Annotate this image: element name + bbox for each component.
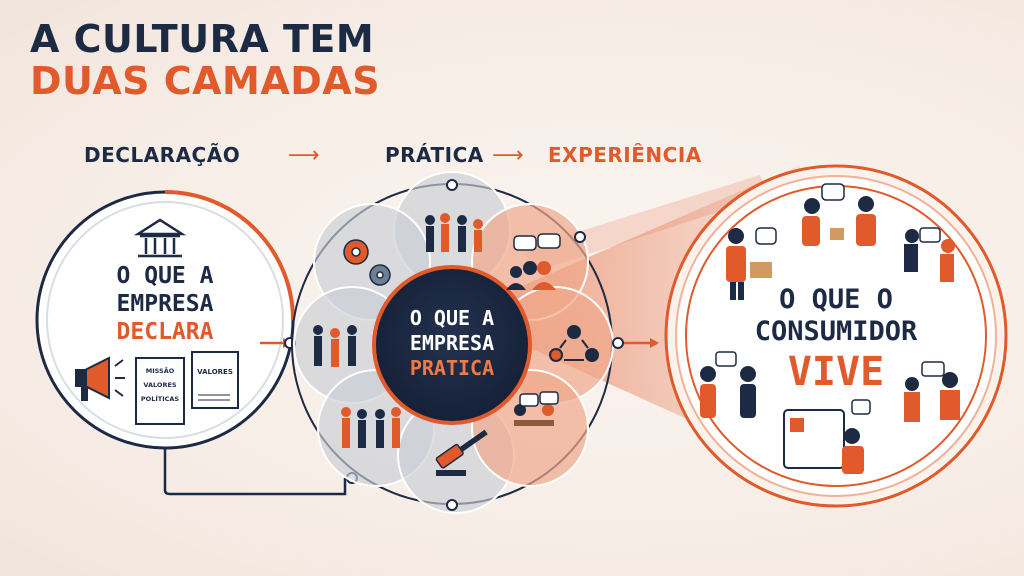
document-item: VALORES: [143, 381, 177, 389]
practice-line-2: EMPRESA: [409, 331, 495, 355]
experience-label: O QUE O CONSUMIDOR VIVE: [736, 284, 936, 396]
practice-line-1: O QUE A: [409, 306, 495, 330]
declaration-line-2: EMPRESA: [116, 291, 214, 317]
consumer-people-icon: [700, 183, 960, 474]
gears-icon: [343, 239, 391, 286]
experience-line-1: O QUE O: [779, 284, 893, 315]
connector-line: [163, 448, 347, 496]
document-icon: [135, 351, 239, 425]
gavel-icon: [435, 429, 488, 469]
practice-line-3: PRATICA: [409, 356, 495, 380]
document-item: POLÍTICAS: [140, 395, 180, 403]
document-label-values: VALORES: [197, 368, 233, 376]
title-line-1: A CULTURA TEM: [30, 17, 375, 61]
declaration-line-1: O QUE A: [116, 263, 214, 289]
megaphone-icon: [75, 356, 125, 401]
declaration-line-3: DECLARA: [116, 319, 214, 345]
title-line-2: DUAS CAMADAS: [30, 59, 381, 103]
cycle-icon: [549, 325, 599, 362]
people-group-icon: [313, 213, 483, 448]
practice-label: O QUE A EMPRESA PRATICA: [382, 306, 522, 381]
step-practice: PRÁTICA: [385, 143, 484, 167]
arrow-right-icon: ⟶: [288, 143, 320, 168]
institution-icon: [133, 218, 187, 258]
experience-line-3: VIVE: [787, 349, 885, 395]
gavel-base: [436, 470, 466, 476]
team-icon: [506, 233, 561, 290]
page-title: A CULTURA TEM DUAS CAMADAS: [30, 18, 380, 102]
step-declaration: DECLARAÇÃO: [84, 143, 241, 167]
arrow-right-icon: ⟶: [492, 143, 524, 168]
experience-line-2: CONSUMIDOR: [754, 316, 918, 347]
document-item: MISSÃO: [145, 367, 175, 375]
declaration-label: O QUE A EMPRESA DECLARA: [95, 262, 235, 346]
step-experience: EXPERIÊNCIA: [548, 143, 702, 167]
meeting-icon: [514, 391, 559, 426]
document-list: MISSÃO VALORES POLÍTICAS: [138, 364, 182, 406]
